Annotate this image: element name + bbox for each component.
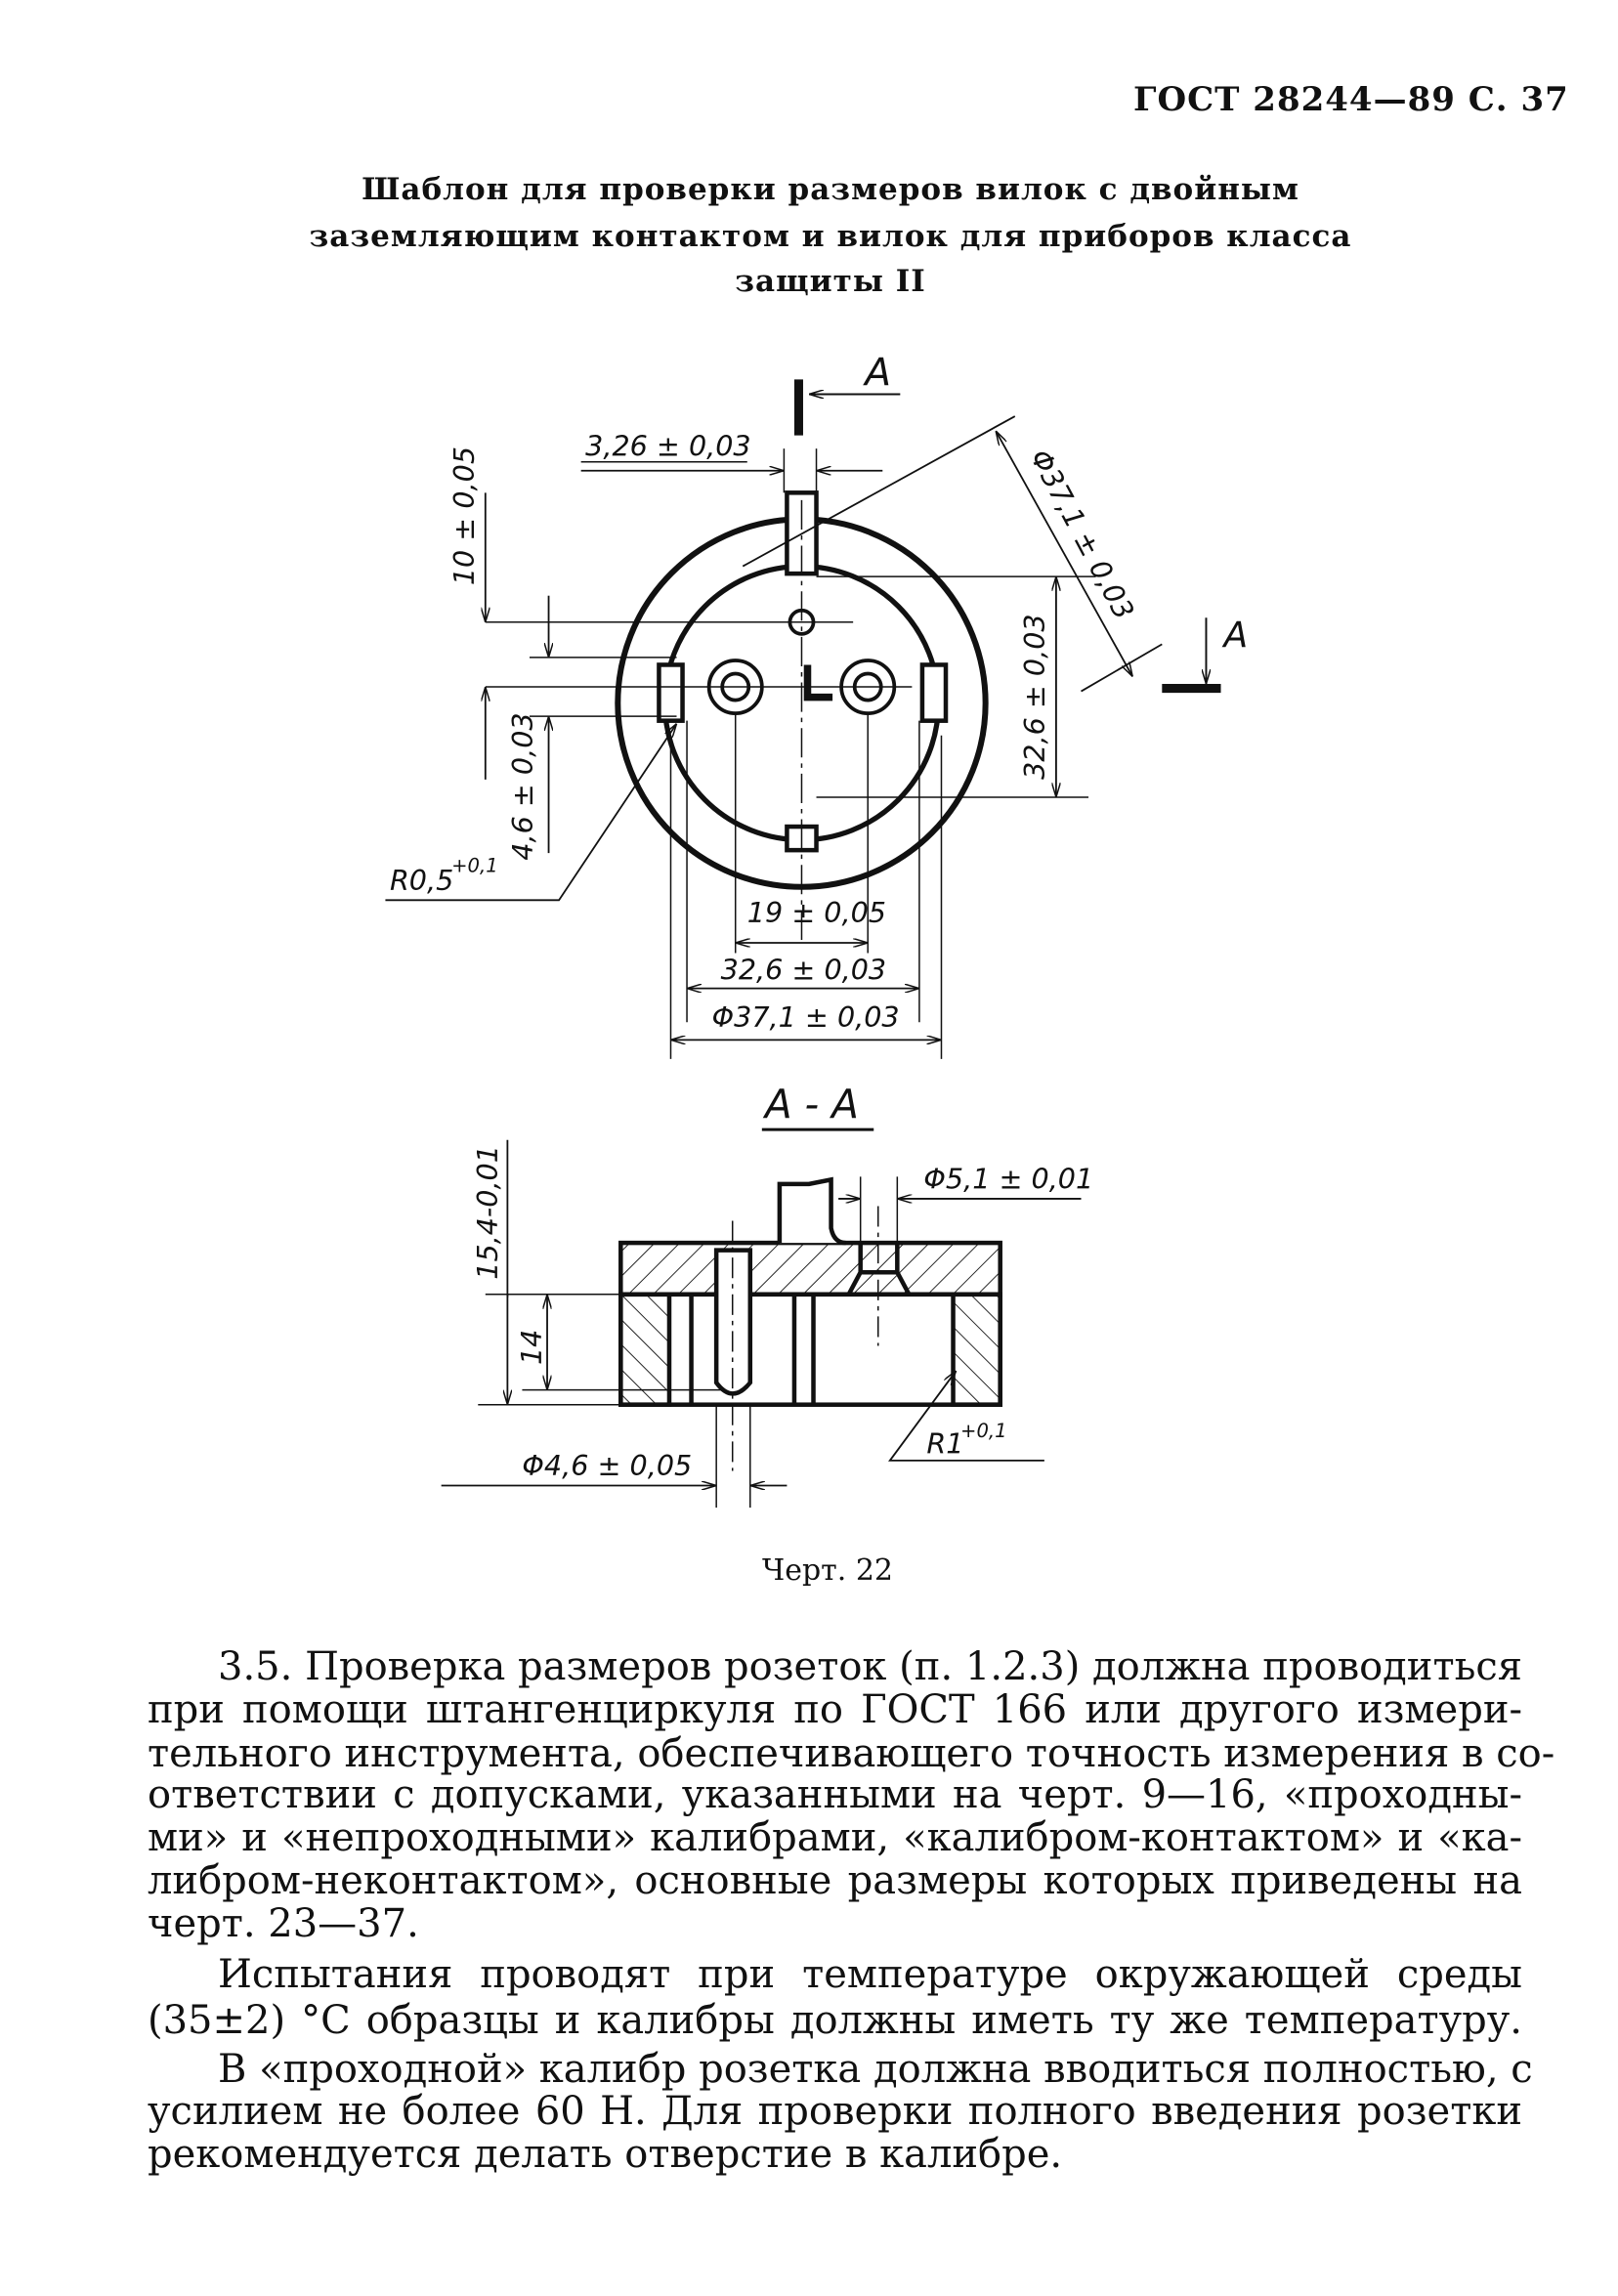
body-line: рекомендуется делать отверстие в калибре… bbox=[148, 2132, 1063, 2177]
body-line: черт. 23—37. bbox=[148, 1901, 419, 1946]
body-line: (35±2) °С образцы и калибры должны иметь… bbox=[148, 1998, 1522, 2043]
dim-hole-pin-label: Φ4,6 ± 0,05 bbox=[522, 1449, 692, 1482]
dim-width-label: 32,6 ± 0,03 bbox=[721, 954, 886, 987]
section-mark-right: A bbox=[1162, 614, 1249, 694]
body-line: усилием не более 60 Н. Для проверки полн… bbox=[148, 2089, 1522, 2134]
body-line: при помощи штангенциркуля по ГОСТ 166 ил… bbox=[148, 1687, 1522, 1732]
figure-title-line-3: защиты II bbox=[735, 264, 926, 299]
section-title: A - A bbox=[762, 1081, 859, 1127]
body-line: 3.5. Проверка размеров розеток (п. 1.2.3… bbox=[218, 1644, 1522, 1689]
body-line: ми» и «непроходными» калибрами, «калибро… bbox=[148, 1815, 1522, 1860]
section-view-labels: 15,4-0,01 14 Φ5,1 ± 0,01 Φ4,6 ± 0,05 R1 … bbox=[471, 1145, 1093, 1482]
top-view bbox=[385, 415, 1163, 1059]
body-line: либром-неконтактом», основные размеры ко… bbox=[148, 1858, 1522, 1903]
radius-label: R0,5 bbox=[390, 864, 453, 897]
page-header: ГОСТ 28244—89 С. 37 bbox=[1133, 80, 1569, 119]
top-view-labels: 3,26 ± 0,03 Φ37,1 ± 0,03 32,6 ± 0,03 10 … bbox=[390, 430, 1141, 1034]
dim-diameter-diag-label: Φ37,1 ± 0,03 bbox=[1024, 444, 1141, 624]
dim-pins-label: 19 ± 0,05 bbox=[747, 896, 886, 929]
dim-hole-top-label: Φ5,1 ± 0,01 bbox=[923, 1162, 1093, 1195]
section-view bbox=[441, 1139, 1082, 1509]
section-mark-right-label: A bbox=[1222, 614, 1249, 656]
section-mark-top: A bbox=[793, 351, 901, 436]
body-line: В «проходной» калибр розетка должна ввод… bbox=[218, 2047, 1533, 2092]
section-radius-tolerance: +0,1 bbox=[960, 1420, 1007, 1442]
dim-height-label: 14 bbox=[515, 1330, 548, 1365]
section-radius-label: R1 bbox=[926, 1426, 963, 1460]
figure-title-line-1: Шаблон для проверки размеров вилок с дво… bbox=[362, 172, 1299, 207]
body-line: ответствии с допусками, указанными на че… bbox=[148, 1772, 1522, 1817]
dim-diameter-label: Φ37,1 ± 0,03 bbox=[712, 1000, 900, 1034]
body-line: тельного инструмента, обеспечивающего то… bbox=[148, 1731, 1555, 1776]
dim-left-10-label: 10 ± 0,05 bbox=[447, 446, 481, 585]
body-line: Испытания проводят при температуре окруж… bbox=[218, 1952, 1522, 1997]
dim-vertical-right-label: 32,6 ± 0,03 bbox=[1018, 614, 1051, 779]
section-mark-label: A bbox=[862, 351, 891, 395]
dim-height-total-label: 15,4-0,01 bbox=[471, 1145, 504, 1280]
figure-title-line-2: заземляющим контактом и вилок для прибор… bbox=[309, 219, 1352, 254]
figure-caption: Черт. 22 bbox=[762, 1553, 893, 1588]
dim-slot-label: 3,26 ± 0,03 bbox=[585, 430, 750, 463]
radius-tolerance: +0,1 bbox=[451, 855, 498, 877]
dim-left-46-label: 4,6 ± 0,03 bbox=[506, 712, 539, 860]
